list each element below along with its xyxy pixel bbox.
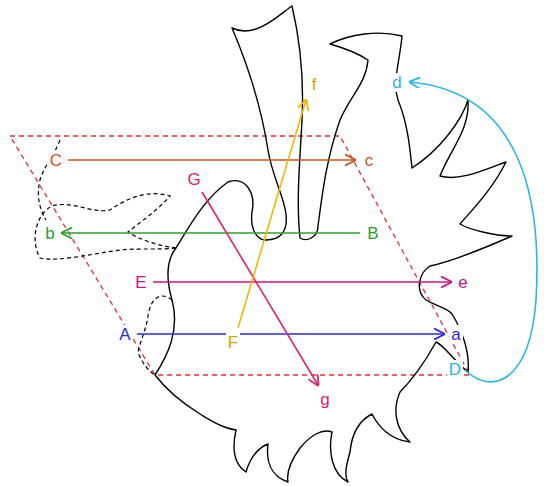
point-label: d [390,73,403,92]
point-label: C [48,151,64,170]
point-label: B [365,224,380,243]
point-label: f [310,75,319,94]
arrow [68,159,355,161]
hidden-outline [138,296,172,375]
point-label: c [363,151,376,170]
arrow [238,100,306,328]
point-label: a [449,325,462,344]
figure-outline [155,6,512,482]
point-label: D [447,360,463,379]
point-label: F [226,333,240,352]
point-label: b [43,224,56,243]
arrow [62,232,360,234]
point-label: A [117,325,132,344]
arrow [153,281,451,283]
arrow [410,82,537,382]
hidden-outline [35,194,176,259]
point-label: E [133,273,148,292]
point-label: e [456,273,469,292]
point-label: G [185,170,202,189]
point-label: g [318,390,331,409]
arrow [202,192,318,385]
arrow [137,333,444,335]
